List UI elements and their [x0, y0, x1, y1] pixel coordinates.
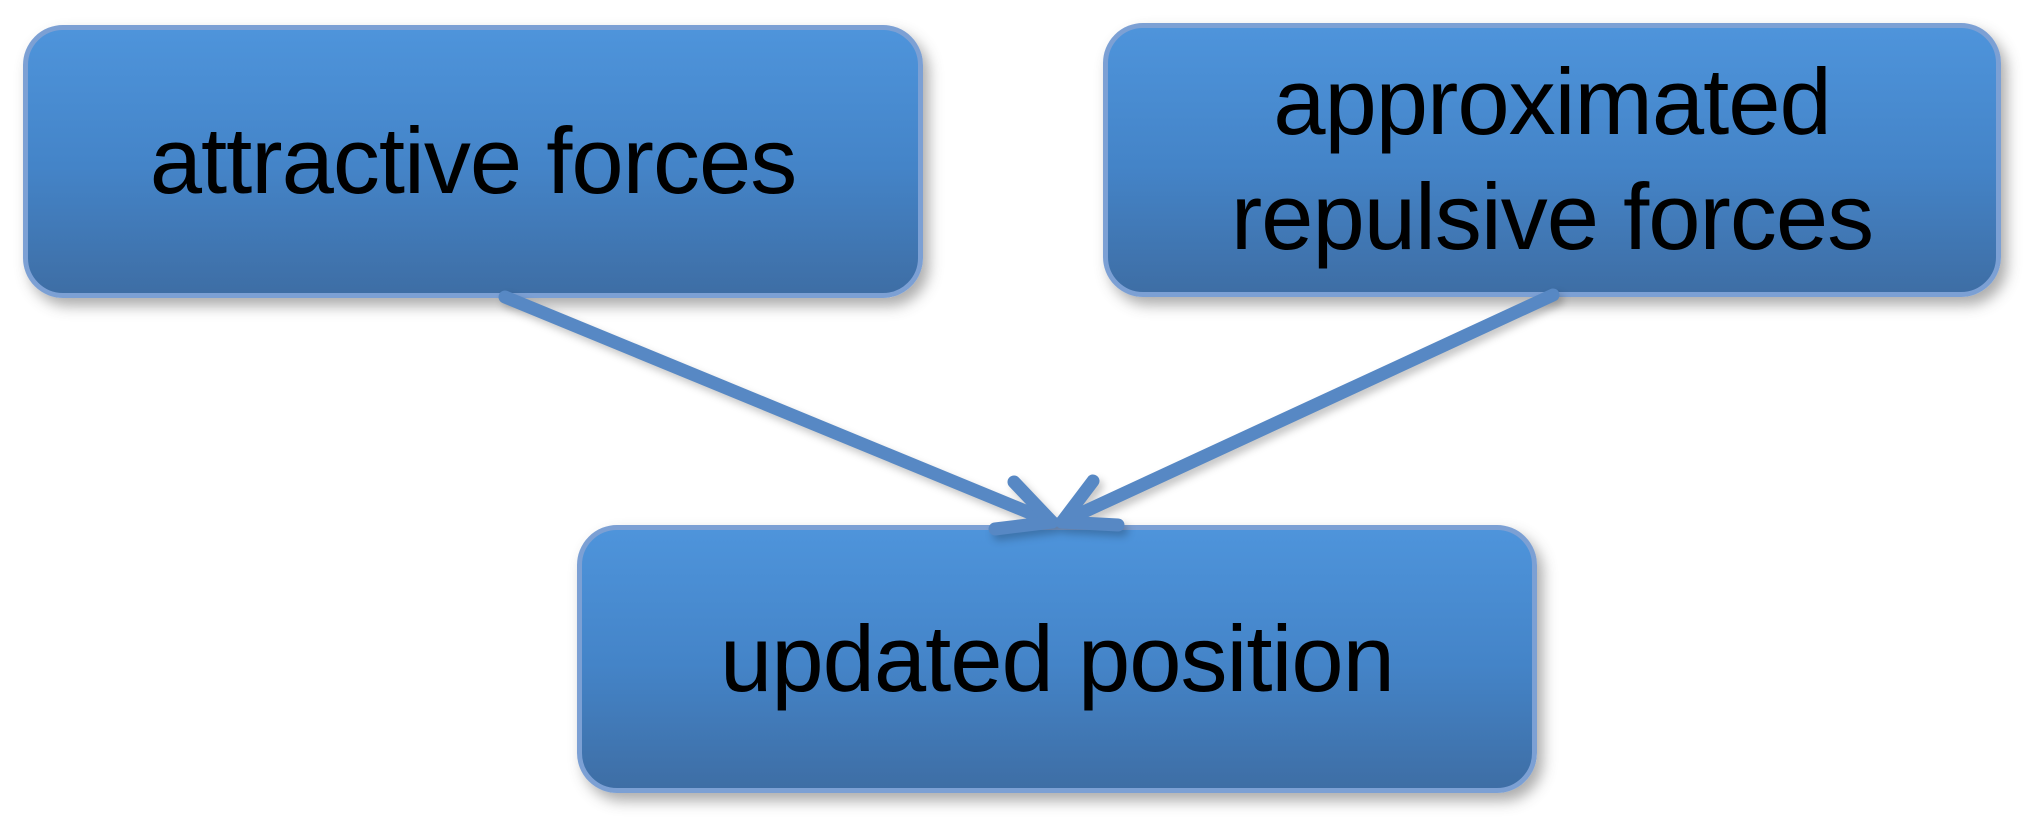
arrow-shaft [1055, 288, 1560, 529]
arrow-shaft [498, 290, 1059, 529]
node-approximated-repulsive-forces-label: approximated repulsive forces [1230, 49, 1874, 269]
arrow-repulsive-to-updated [1055, 288, 1560, 532]
node-updated-position-label: updated position [720, 605, 1395, 711]
node-attractive-forces-label: attractive forces [149, 108, 797, 214]
arrow-attractive-to-updated [498, 290, 1059, 536]
node-updated-position: updated position [577, 525, 1537, 793]
arrow-head-icon [1055, 474, 1125, 532]
arrow-head-icon [988, 475, 1059, 536]
node-approximated-repulsive-forces: approximated repulsive forces [1103, 23, 2001, 297]
node-attractive-forces: attractive forces [23, 25, 923, 298]
